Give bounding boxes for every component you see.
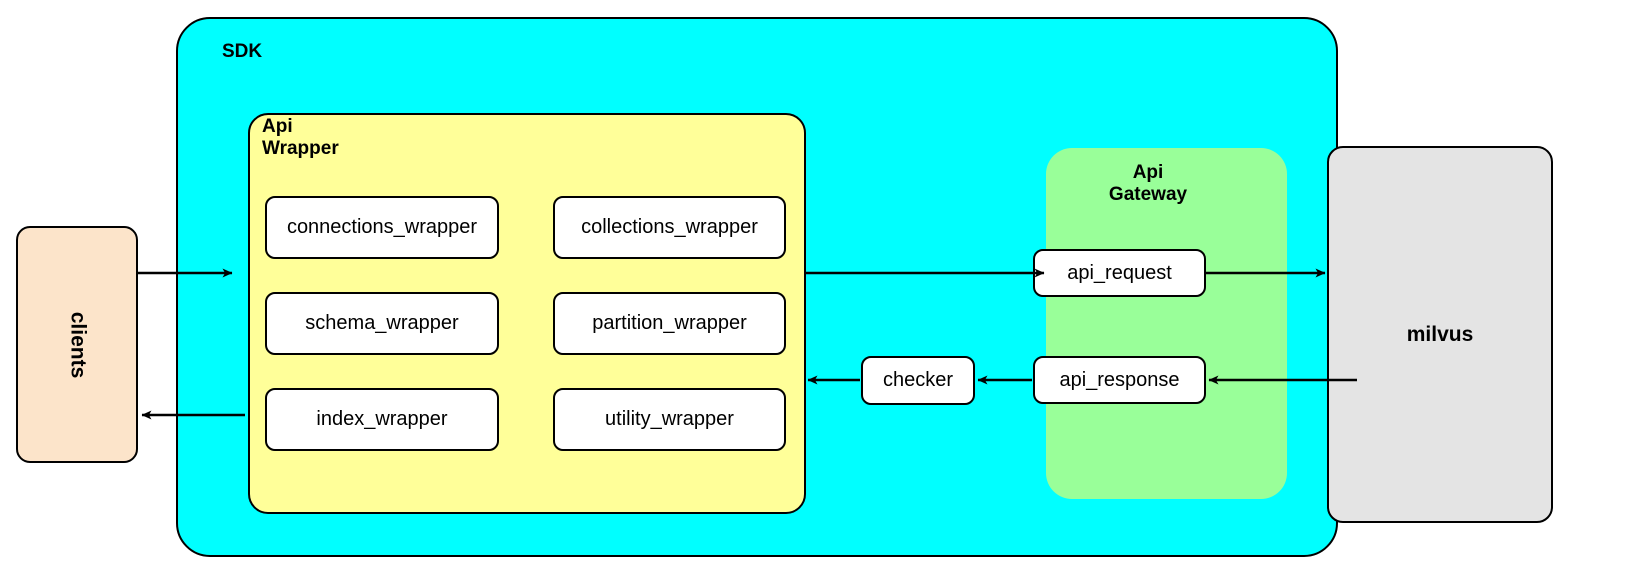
node-collections-wrapper[interactable]: collections_wrapper [553, 196, 786, 259]
node-connections-wrapper[interactable]: connections_wrapper [265, 196, 499, 259]
node-partition-wrapper[interactable]: partition_wrapper [553, 292, 786, 355]
node-utility-wrapper[interactable]: utility_wrapper [553, 388, 786, 451]
node-api-request[interactable]: api_request [1033, 249, 1206, 297]
node-checker[interactable]: checker [861, 356, 975, 405]
clients-box [16, 226, 138, 463]
node-api-response[interactable]: api_response [1033, 356, 1206, 404]
milvus-label: milvus [1327, 146, 1553, 523]
milvus-label-text: milvus [1406, 322, 1474, 346]
api-gateway-container [1046, 148, 1287, 499]
api-gateway-title: Api Gateway [1108, 162, 1188, 206]
milvus-box [1327, 146, 1553, 523]
sdk-title: SDK [222, 41, 263, 62]
node-index-wrapper[interactable]: index_wrapper [265, 388, 499, 451]
clients-label-text: clients [66, 311, 89, 378]
node-schema-wrapper[interactable]: schema_wrapper [265, 292, 499, 355]
api-wrapper-title: Api Wrapper [262, 116, 339, 160]
clients-label: clients [16, 226, 138, 463]
